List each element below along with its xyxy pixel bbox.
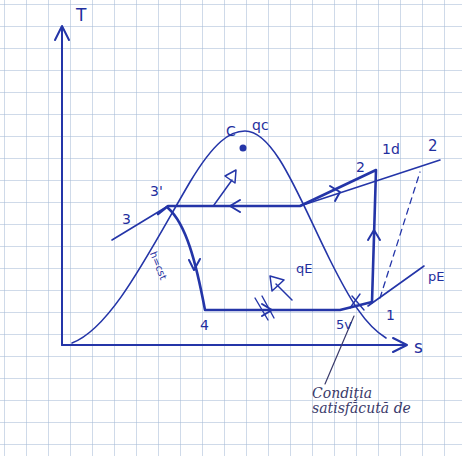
point-label: 3 — [122, 212, 131, 227]
point-label: 3' — [150, 184, 163, 199]
axis-arrow — [393, 338, 407, 352]
isobar — [368, 266, 424, 306]
leader-line — [325, 316, 354, 384]
cycle-line — [168, 208, 372, 310]
point-label: 1d — [382, 142, 400, 157]
s-axis — [62, 344, 405, 346]
flow-arrow — [189, 259, 200, 270]
tick-mark — [255, 296, 274, 320]
heat-arrow — [270, 276, 292, 300]
dashed-line — [380, 172, 420, 298]
pressure-label: pE — [428, 270, 444, 284]
point-label: 4 — [200, 318, 209, 333]
point-label: 5v — [336, 318, 352, 332]
flow-arrow — [368, 230, 380, 240]
axis-label: T — [76, 6, 86, 25]
critical-point — [241, 146, 246, 151]
flow-arrow — [330, 186, 340, 201]
isobar — [300, 160, 440, 206]
cycle-line — [158, 170, 376, 302]
axis-arrow — [55, 26, 69, 40]
tick-mark — [350, 294, 364, 310]
heat-label: qc — [252, 118, 269, 133]
point-label: 2 — [356, 160, 365, 175]
axis-label: s — [414, 338, 423, 357]
note-text: Condiţia satisfăcută de — [312, 386, 432, 417]
point-label: 2 — [428, 138, 438, 155]
point-label: C — [226, 124, 236, 139]
heat-label: qE — [296, 262, 312, 276]
t-axis — [61, 28, 63, 345]
point-label: 1 — [386, 308, 395, 323]
flow-arrow — [230, 200, 240, 212]
saturation-dome — [72, 131, 386, 343]
heat-arrow — [214, 170, 236, 205]
